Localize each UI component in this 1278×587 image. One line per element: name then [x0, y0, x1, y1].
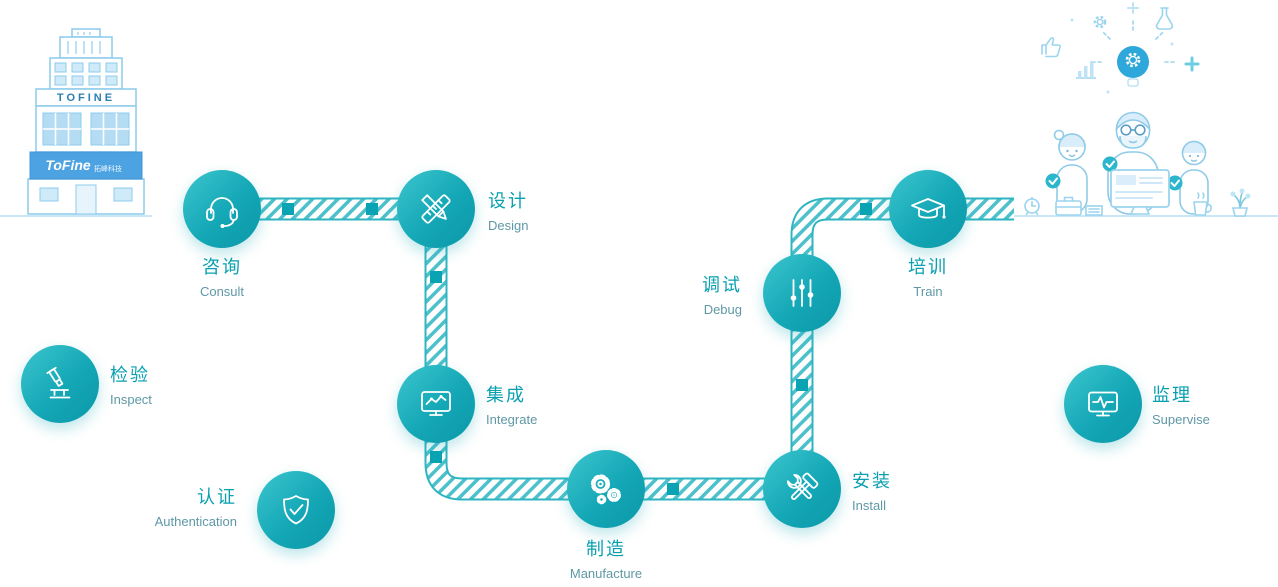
graduation-cap-icon: [911, 198, 946, 219]
flask-icon: [1155, 7, 1174, 30]
desk-items: [1024, 169, 1251, 217]
service-node-inspect: [21, 345, 99, 423]
service-label-supervise: 监理 Supervise: [1152, 384, 1210, 427]
tools-icon: [786, 472, 819, 500]
step-label-manufacture: 制造 Manufacture: [541, 538, 671, 581]
clock-icon: [1024, 196, 1040, 216]
service-node-supervise: [1064, 365, 1142, 443]
coffee-cup-icon: [1193, 192, 1212, 216]
briefcase-icon: [1055, 196, 1082, 216]
headset-icon: [206, 197, 238, 228]
pencil-ruler-icon: [421, 194, 451, 224]
service-label-inspect: 检验 Inspect: [110, 364, 152, 407]
gear-icon: [1093, 15, 1107, 29]
step-label-train: 培训 Train: [863, 256, 993, 299]
step-node-install: [763, 450, 841, 528]
glasses-icon: [1120, 124, 1146, 136]
road-markers: [282, 203, 872, 495]
gears-icon: [590, 474, 621, 505]
service-zh-supervise: 监理: [1152, 385, 1192, 405]
sparkle-icon: [1127, 2, 1139, 14]
step-node-debug: [763, 254, 841, 332]
step-zh-integrate: 集成: [486, 385, 526, 405]
ground-floor: [39, 184, 133, 215]
step-zh-consult: 咨询: [202, 257, 242, 277]
papers-icon: [1085, 205, 1103, 216]
monitor-icon: [1110, 169, 1170, 215]
service-en-supervise: Supervise: [1152, 412, 1210, 427]
step-node-consult: [183, 170, 261, 248]
ground-line-right: [1008, 215, 1278, 217]
road-border: [222, 197, 1014, 501]
step-en-design: Design: [488, 218, 529, 233]
step-zh-manufacture: 制造: [586, 539, 626, 559]
step-node-integrate: [397, 365, 475, 443]
team-illustration: [1024, 2, 1251, 217]
monitor-chart-icon: [421, 391, 451, 416]
upper-windows: [54, 62, 118, 86]
step-node-design: [397, 170, 475, 248]
monitor-pulse-icon: [1088, 391, 1118, 417]
service-en-inspect: Inspect: [110, 392, 152, 407]
tower-bars: [67, 32, 101, 54]
step-zh-install: 安装: [852, 471, 892, 491]
step-en-install: Install: [852, 498, 886, 513]
step-en-train: Train: [913, 284, 943, 299]
step-label-design: 设计 Design: [488, 190, 528, 233]
service-node-authentication: [257, 471, 335, 549]
step-node-train: [889, 170, 967, 248]
step-label-consult: 咨询 Consult: [157, 256, 287, 299]
bar-chart-icon: [1076, 61, 1096, 79]
ground-line-left: [0, 215, 152, 217]
banner-logo-text: ToFine: [45, 157, 91, 173]
step-node-manufacture: [567, 450, 645, 528]
decor-dots: [1070, 18, 1174, 94]
microscope-icon: [46, 366, 71, 399]
service-label-authentication: 认证 Authentication: [57, 486, 237, 529]
step-en-manufacture: Manufacture: [569, 566, 643, 581]
step-label-integrate: 集成 Integrate: [486, 384, 537, 427]
service-zh-inspect: 检验: [110, 365, 150, 385]
building-sign-text: TOFINE: [57, 92, 115, 104]
step-en-debug: Debug: [703, 302, 742, 317]
shield-check-icon: [283, 495, 309, 525]
building-illustration: TOFINE ToFine 拓峰科技: [27, 28, 145, 215]
plant-icon: [1230, 188, 1251, 217]
check-badges: [1045, 156, 1183, 191]
big-windows: [42, 112, 130, 146]
step-en-integrate: Integrate: [486, 412, 538, 427]
road-hatch: [222, 199, 1014, 499]
step-zh-design: 设计: [488, 191, 528, 211]
sliders-icon: [790, 279, 814, 307]
step-zh-train: 培训: [908, 257, 948, 277]
step-label-debug: 调试 Debug: [600, 274, 742, 317]
banner-sub-text: 拓峰科技: [94, 164, 122, 173]
plus-icon: [1184, 56, 1200, 72]
service-en-authentication: Authentication: [154, 514, 237, 529]
service-zh-authentication: 认证: [197, 487, 237, 507]
lightbulb-icon: [1117, 46, 1149, 87]
step-zh-debug: 调试: [702, 275, 742, 295]
step-label-install: 安装 Install: [852, 470, 892, 513]
thumbs-up-icon: [1041, 36, 1061, 58]
step-en-consult: Consult: [199, 284, 245, 299]
storefront-banner: [29, 151, 143, 180]
